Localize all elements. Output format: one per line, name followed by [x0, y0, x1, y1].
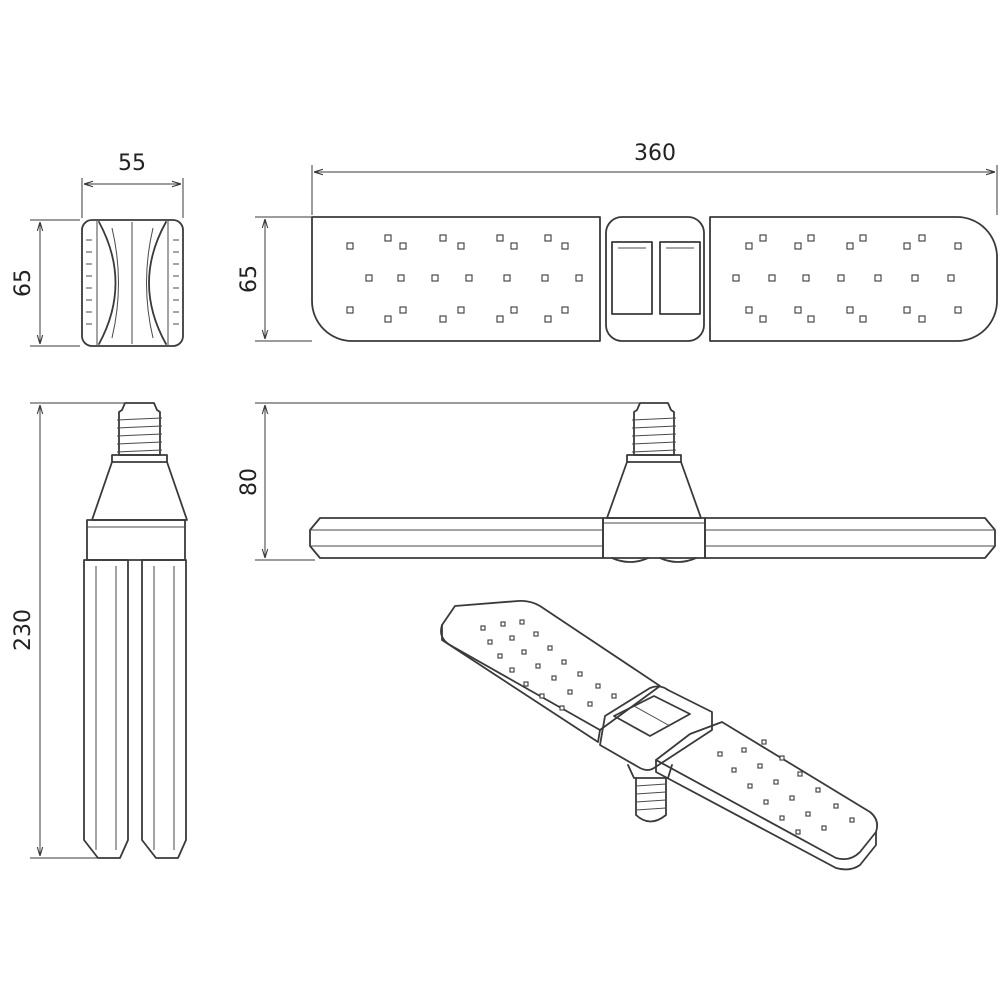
center-hub	[605, 216, 705, 342]
iso-screw-base	[635, 777, 667, 823]
led-grid-left	[346, 234, 583, 323]
folded-view: 230	[11, 402, 188, 859]
end-view: 55 65	[11, 151, 184, 347]
iso-hub	[599, 685, 713, 771]
left-panel	[311, 216, 601, 342]
led-grid-right	[732, 234, 962, 323]
dim-width-55: 55	[118, 151, 146, 176]
side-right-arm	[704, 517, 996, 559]
right-panel	[709, 216, 998, 342]
dim-height-65-end: 65	[11, 269, 36, 297]
dim-height-230: 230	[11, 609, 36, 651]
isometric-view	[440, 599, 879, 871]
iso-leds-right	[717, 739, 855, 835]
screw-base	[118, 402, 161, 456]
iso-leds-left	[480, 619, 617, 711]
plan-view: 360 65	[237, 141, 998, 342]
dim-height-65-plan: 65	[237, 265, 262, 293]
side-view: 80	[237, 402, 996, 563]
screw-base-side	[633, 402, 675, 456]
iso-right-panel	[655, 721, 879, 861]
dim-length-360: 360	[634, 141, 676, 166]
dim-height-80: 80	[237, 468, 262, 496]
side-left-arm	[309, 517, 604, 559]
